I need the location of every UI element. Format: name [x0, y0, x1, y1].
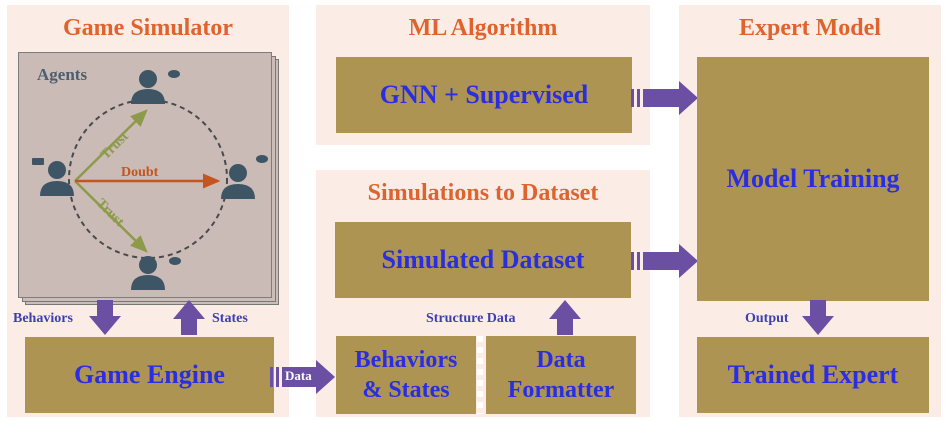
behaviors-states-line2: & States [362, 377, 450, 403]
behaviors-states-line1: Behaviors [354, 347, 458, 373]
data-label: Data [285, 368, 312, 383]
dataset-to-model-arrow [631, 244, 698, 278]
data-formatter-box: Data Formatter [486, 336, 636, 414]
behaviors-label: Behaviors [13, 311, 73, 326]
output-label: Output [745, 311, 789, 326]
expert-model-title: Expert Model [739, 15, 881, 41]
game-simulator-title: Game Simulator [63, 15, 233, 41]
data-formatter-line2: Formatter [507, 377, 615, 403]
agents-simulation-card: Agents [18, 52, 272, 298]
model-training-box: Model Training [697, 57, 929, 301]
ml-algorithm-title: ML Algorithm [408, 15, 558, 41]
structure-data-arrow-up [549, 300, 581, 335]
game-engine-box: Game Engine [25, 337, 274, 413]
behaviors-states-box: Behaviors & States [336, 336, 476, 414]
simulated-dataset-box: Simulated Dataset [335, 222, 631, 298]
output-arrow-down [802, 300, 834, 335]
simulations-to-dataset-title: Simulations to Dataset [367, 180, 599, 206]
structure-data-label: Structure Data [426, 311, 516, 326]
states-arrow-up [173, 300, 205, 335]
data-formatter-line1: Data [536, 347, 586, 373]
agents-label: Agents [37, 65, 88, 84]
gnn-to-model-arrow [631, 81, 698, 115]
trained-expert-box: Trained Expert [697, 337, 929, 413]
data-arrow-right [270, 360, 335, 394]
gnn-supervised-box: GNN + Supervised [336, 57, 632, 133]
behaviors-arrow-down [89, 300, 121, 335]
formatter-divider [477, 336, 483, 414]
states-label: States [212, 311, 248, 326]
